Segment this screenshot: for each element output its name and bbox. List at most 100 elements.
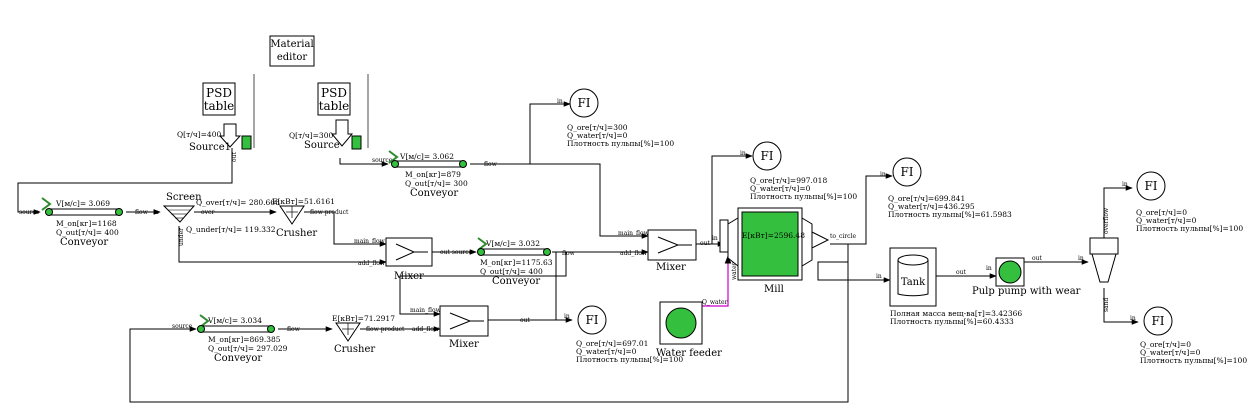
- fi1-q-ore: Q_ore[т/ч]=300: [567, 123, 628, 132]
- fi4-label: FI: [900, 165, 913, 179]
- crusher1-port-out: flow product: [310, 209, 349, 216]
- conveyor1-q-out: Q_out[т/ч]= 400: [56, 228, 119, 237]
- water-feeder-name: Water feeder: [656, 348, 722, 359]
- crusher-2[interactable]: E[кВт]=71.2917 Crusher flow product: [332, 314, 405, 355]
- conveyor1-m-on: M_on[кг]=1168: [56, 219, 117, 228]
- fi2-port: in: [740, 150, 746, 157]
- psd-table-1[interactable]: PSD table: [202, 82, 236, 116]
- flow-indicator-4[interactable]: FI in Q_ore[т/ч]=699.841 Q_water[т/ч]=43…: [880, 157, 1012, 219]
- mixer-2[interactable]: Mixer main_flow add_flow out: [410, 305, 530, 350]
- tank-port-in: in: [876, 273, 882, 280]
- line-hc-fi6[interactable]: [1103, 288, 1139, 325]
- crusher2-name: Crusher: [334, 344, 375, 355]
- hc-port-sand: sand: [1103, 297, 1110, 312]
- material-editor[interactable]: Material editor: [269, 35, 315, 67]
- tank-mass: Полная масса вещ-ва[т]=3.42366: [890, 309, 1022, 318]
- mixer2-name: Mixer: [449, 339, 479, 350]
- mixer2-port-main: main_flow: [410, 307, 442, 314]
- screen[interactable]: Screen Q_over[т/ч]= 280.668 Q_under[т/ч]…: [153, 192, 280, 246]
- flow-indicator-2[interactable]: FI in Q_ore[т/ч]=997.018 Q_water[т/ч]=0 …: [740, 141, 857, 201]
- fi2-label: FI: [760, 149, 773, 163]
- fi3-q-water: Q_water[т/ч]=0: [576, 347, 637, 356]
- pump-port-out: out: [1032, 255, 1042, 262]
- line-mixer2-mixer3[interactable]: [555, 249, 649, 320]
- fi3-port: in: [564, 313, 570, 320]
- water-feeder-indicator: [665, 307, 697, 339]
- line-crusher1-mixer1[interactable]: [304, 211, 387, 247]
- source1-port: out: [231, 152, 238, 162]
- source-2[interactable]: Q[т/ч]=300 Source source: [289, 74, 393, 164]
- mixer3-port-main: main_flow: [618, 230, 650, 237]
- mixer2-port-out: out: [520, 317, 530, 324]
- psd1-line1: PSD: [206, 86, 232, 100]
- fi4-port: in: [880, 171, 886, 178]
- fi1-label: FI: [577, 96, 590, 110]
- fi5-port: in: [1122, 181, 1128, 188]
- fi4-q-water: Q_water[т/ч]=436.295: [888, 202, 975, 211]
- line-mill-fi4[interactable]: [848, 173, 893, 245]
- fi6-q-water: Q_water[т/ч]=0: [1140, 348, 1201, 357]
- line-mill-tank[interactable]: [817, 243, 891, 283]
- fi2-q-ore: Q_ore[т/ч]=997.018: [750, 176, 827, 185]
- line-source2-conveyortop[interactable]: [339, 158, 389, 167]
- mixer1-port-add: add_flow: [358, 260, 386, 267]
- line-recycle[interactable]: [129, 262, 849, 403]
- line-screen-mixer1[interactable]: [178, 226, 387, 265]
- conveyor-1[interactable]: V[м/с]= 3.069 M_on[кг]=1168 Q_out[т/ч]= …: [19, 197, 149, 248]
- conveyor3-v: V[м/с]= 3.034: [207, 316, 262, 325]
- flow-indicator-5[interactable]: FI in Q_ore[т/ч]=0 Q_water[т/ч]=0 Плотно…: [1122, 171, 1243, 233]
- crusher-1[interactable]: E[кВт]=51.6161 Crusher flow product: [272, 197, 349, 239]
- fi5-q-water: Q_water[т/ч]=0: [1136, 216, 1197, 225]
- screen-q-under: Q_under[т/ч]= 119.332: [186, 225, 276, 234]
- conveyor2-v: V[м/с]= 3.032: [485, 239, 540, 248]
- screen-q-over: Q_over[т/ч]= 280.668: [196, 198, 280, 207]
- fi6-density: Плотность пульпы[%]=100: [1140, 356, 1247, 365]
- line-conveyortop-mixer3[interactable]: [530, 163, 649, 239]
- line-mixer3-fi2[interactable]: [711, 153, 753, 244]
- flow-indicator-3[interactable]: FI in Q_ore[т/ч]=697.01 Q_water[т/ч]=0 П…: [564, 305, 683, 364]
- mixer3-port-add: add_flow: [620, 250, 648, 257]
- fi3-density: Плотность пульпы[%]=100: [576, 355, 683, 364]
- source1-q: Q[т/ч]=400: [177, 130, 221, 139]
- mill-name: Mill: [764, 284, 784, 295]
- line-conveyortop-fi1[interactable]: [470, 101, 571, 165]
- conveyor1-port-in: source: [19, 209, 40, 216]
- screen-port-under: under: [178, 228, 185, 246]
- tank[interactable]: Tank Полная масса вещ-ва[т]=3.42366 Плот…: [876, 247, 1022, 326]
- conveyor2-name: Conveyor: [492, 276, 540, 287]
- conveyor-2[interactable]: V[м/с]= 3.032 M_on[кг]=1175.63 Q_out[т/ч…: [477, 237, 576, 287]
- mixer1-name: Mixer: [394, 271, 424, 282]
- conveyor-top[interactable]: V[м/с]= 3.062 M_on[кг]=879 Q_out[т/ч]= 3…: [388, 150, 498, 199]
- flow-indicator-1[interactable]: FI in Q_ore[т/ч]=300 Q_water[т/ч]=0 Плот…: [557, 88, 674, 148]
- line-source1-conveyor1[interactable]: [17, 148, 233, 215]
- conveyor-top-m-on: M_on[кг]=879: [405, 170, 461, 179]
- line-hc-fi5[interactable]: [1103, 185, 1133, 240]
- crusher2-port-out: flow product: [366, 326, 405, 333]
- mixer-3[interactable]: Mixer main_flow add_flow out: [618, 229, 710, 273]
- source2-level-indicator: [351, 135, 362, 150]
- fi6-port: in: [1130, 315, 1136, 322]
- mixer2-port-add: add_flow: [412, 326, 440, 333]
- fi6-label: FI: [1151, 314, 1164, 328]
- fi4-density: Плотность пульпы[%]=61.5983: [888, 210, 1012, 219]
- screen-port-in: in: [153, 209, 159, 216]
- source-1[interactable]: Q[т/ч]=400 Source1 out: [177, 74, 255, 162]
- water-feeder[interactable]: Water feeder Q_water: [656, 299, 728, 359]
- mill[interactable]: E[кВт]=2596.48 Mill to_circle in water: [712, 207, 856, 295]
- mixer3-port-out: out: [700, 240, 710, 247]
- conveyor-top-q-out: Q_out[т/ч]= 300: [405, 179, 468, 188]
- mill-e: E[кВт]=2596.48: [742, 231, 805, 240]
- screen-port-over: over: [201, 209, 215, 216]
- screen-name: Screen: [166, 192, 202, 203]
- conveyor1-v: V[м/с]= 3.069: [55, 199, 110, 208]
- conveyor-3[interactable]: V[м/с]= 3.034 M_on[кг]=869.385 Q_out[т/ч…: [172, 314, 301, 364]
- pulp-pump[interactable]: Pulp pump with wear in out: [972, 255, 1081, 297]
- hydrocyclone[interactable]: in overflow sand: [1078, 207, 1119, 312]
- conveyor-top-v: V[м/с]= 3.062: [399, 152, 454, 161]
- conveyor3-q-out: Q_out[т/ч]= 297.029: [208, 344, 288, 353]
- psd-table-2[interactable]: PSD table: [317, 82, 351, 116]
- mixer-1[interactable]: Mixer main_flow add_flow out source: [354, 237, 473, 282]
- mill-drum: [741, 211, 799, 277]
- flow-indicator-6[interactable]: FI in Q_ore[т/ч]=0 Q_water[т/ч]=0 Плотно…: [1130, 306, 1247, 365]
- psd2-line2: table: [319, 99, 350, 113]
